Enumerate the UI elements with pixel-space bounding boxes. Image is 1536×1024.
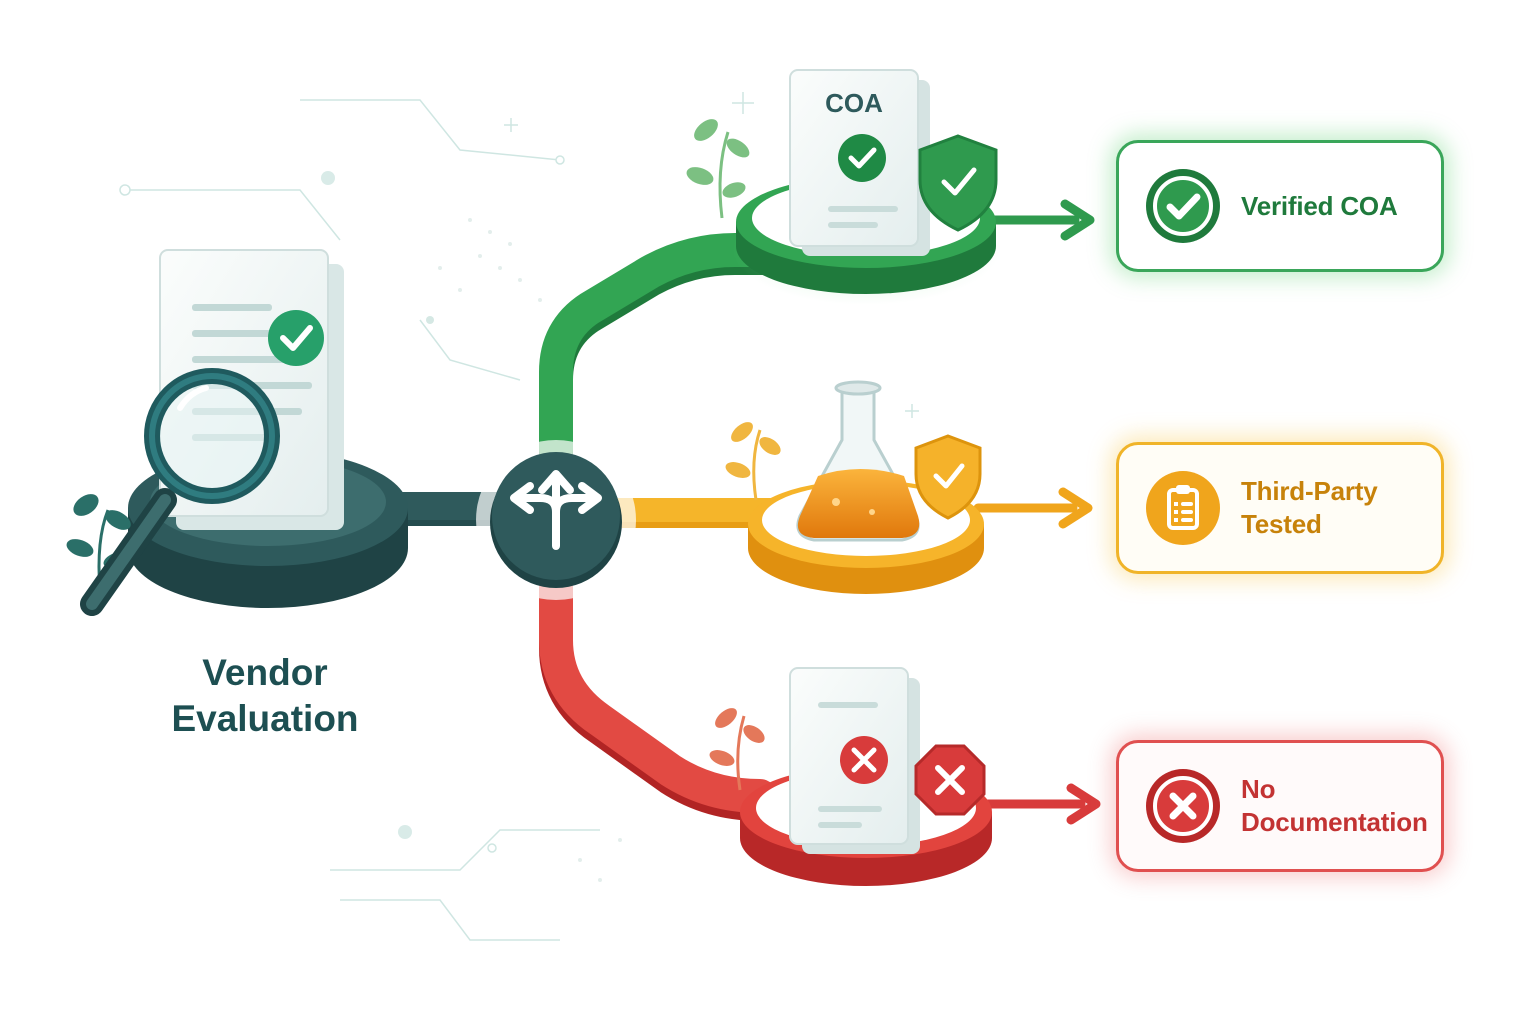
x-circle-icon <box>1146 769 1220 843</box>
outcome-verified-coa: Verified COA <box>1116 140 1444 272</box>
vendor-evaluation-title: Vendor Evaluation <box>120 650 410 742</box>
title-line-2: Evaluation <box>171 698 359 739</box>
check-badge-icon <box>268 310 324 366</box>
flask-icon <box>796 380 920 542</box>
branch-red-path <box>539 563 777 821</box>
background-dots <box>426 218 622 882</box>
arrow-green <box>975 199 1095 241</box>
outcome-label: No Documentation <box>1241 774 1428 837</box>
title-line-1: Vendor <box>202 652 328 693</box>
split-arrows-icon <box>510 470 602 550</box>
outcome-no-documentation: No Documentation <box>1116 740 1444 872</box>
arrow-red <box>981 783 1101 825</box>
shield-check-icon <box>914 434 982 520</box>
magnifier-icon <box>80 368 280 616</box>
background-network <box>119 92 919 941</box>
shield-check-icon <box>918 134 998 232</box>
outcome-third-party-tested: Third-Party Tested <box>1116 442 1444 574</box>
rejected-document-icon <box>789 667 920 854</box>
clipboard-icon <box>1146 471 1220 545</box>
outcome-label: Third-Party Tested <box>1241 476 1378 539</box>
outcome-label: Verified COA <box>1241 190 1398 221</box>
coa-document-icon: COA <box>789 69 930 256</box>
branch-green-path <box>539 233 807 473</box>
branch-amber-path <box>600 498 790 528</box>
coa-document-label: COA <box>825 88 883 118</box>
stop-x-icon <box>914 744 986 816</box>
arrow-amber <box>973 487 1093 529</box>
plant-icon <box>725 422 781 501</box>
check-circle-icon <box>1146 169 1220 243</box>
plant-icon <box>686 119 750 219</box>
plant-icon <box>709 708 765 791</box>
